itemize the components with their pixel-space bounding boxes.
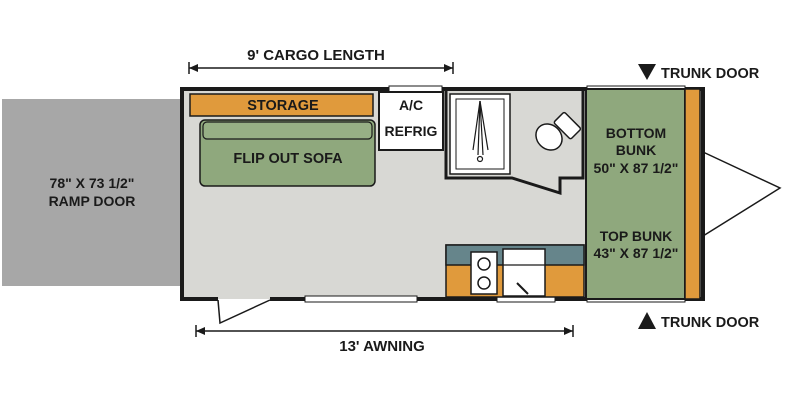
sofa-label: FLIP OUT SOFA [233, 151, 343, 167]
stove [470, 251, 498, 295]
bottom-bunk-size-label: 50" X 87 1/2" [594, 160, 679, 176]
storage-label: STORAGE [247, 98, 319, 114]
ramp-door-label: RAMP DOOR [49, 193, 136, 209]
sink [502, 248, 546, 297]
bunk-area [585, 88, 686, 300]
bottom-bunk-label: BOTTOM [606, 125, 666, 141]
bunk-end-wall [684, 88, 701, 300]
trunk-door-arrow-down-icon [638, 64, 656, 80]
cargo-length-label: 9' CARGO LENGTH [247, 47, 385, 64]
bathroom-wall [444, 91, 585, 196]
hitch-tongue [702, 151, 782, 237]
refrig-label: REFRIG [385, 123, 438, 139]
ramp-door [2, 99, 182, 286]
awning-label: 13' AWNING [339, 338, 425, 355]
trunk-door-arrow-up-icon [638, 312, 656, 329]
outer-walls [180, 87, 705, 301]
trunk-door-top-label: TRUNK DOOR [661, 66, 760, 82]
top-bunk-size-label: 43" X 87 1/2" [594, 245, 679, 261]
trunk-door-bottom-label: TRUNK DOOR [661, 315, 760, 331]
ac-label: A/C [399, 97, 423, 113]
sofa-backrest [202, 121, 373, 140]
faucet-icon [516, 282, 529, 295]
toilet-icon [535, 111, 582, 151]
stove-burner-icon [477, 276, 491, 290]
ramp-door-size-label: 78" X 73 1/2" [50, 175, 135, 191]
top-bunk-label: TOP BUNK [600, 228, 673, 244]
bottom-bunk-label-2: BUNK [616, 142, 656, 158]
shower-drain-icon [472, 100, 489, 163]
entry-door [217, 299, 271, 325]
awning-dimension [195, 325, 574, 337]
stove-burner-icon [477, 257, 491, 271]
ac-refrig [378, 91, 444, 151]
storage-cabinet [189, 93, 374, 117]
